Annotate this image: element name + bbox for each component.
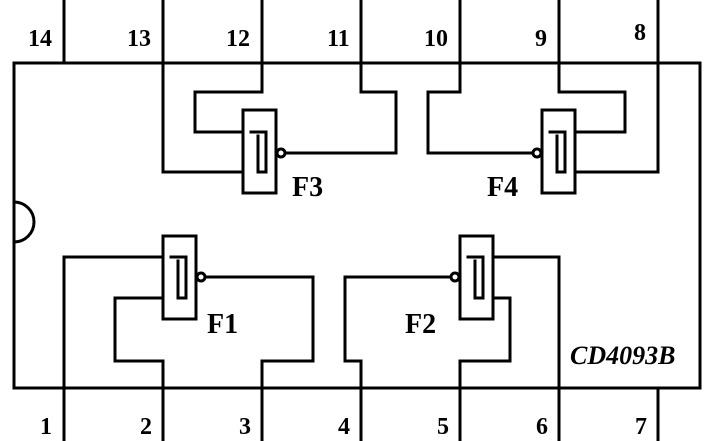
schmitt-trigger-icon [169,255,188,300]
wire [113,296,165,390]
pin-7-label: 7 [635,414,647,440]
pin-10-label: 10 [424,26,448,52]
wire [573,61,660,174]
schmitt-trigger-icon [249,130,268,174]
pin-2-label: 2 [140,414,152,440]
wire [62,255,165,390]
top-pins: 14 13 12 11 10 9 8 [28,0,660,65]
chip-body [12,61,702,390]
orientation-notch [12,200,36,244]
wire [161,61,245,174]
pin-9-label: 9 [535,26,547,52]
gate-f3: F3 [161,61,398,203]
pin-5-label: 5 [437,414,449,440]
schmitt-trigger-icon [548,130,567,174]
pin-4-label: 4 [338,414,350,440]
gate-label: F4 [487,172,518,203]
wire [426,61,535,155]
pin-14-label: 14 [28,26,52,52]
pin-12-label: 12 [226,26,250,52]
wire [458,296,512,390]
gate-label: F1 [207,309,238,340]
wire [283,61,398,155]
pin-6-label: 6 [536,414,548,440]
gate-label: F2 [405,309,436,340]
schmitt-trigger-icon [466,255,485,300]
pin-11-label: 11 [327,26,350,52]
pin-3-label: 3 [239,414,251,440]
gate-f2: F2 [343,234,561,390]
pin-1-label: 1 [40,414,52,440]
wire [193,61,264,134]
part-number: CD4093B [570,341,675,370]
wire [491,255,561,390]
wire [343,275,453,390]
pin-8-label: 8 [634,20,646,46]
gate-f4: F4 [426,61,660,203]
gate-label: F3 [292,172,323,203]
bottom-pins: 1 2 3 4 5 6 7 [40,386,660,441]
wire [203,275,315,390]
wire [557,61,627,134]
pin-13-label: 13 [127,26,151,52]
gate-f1: F1 [62,234,315,390]
